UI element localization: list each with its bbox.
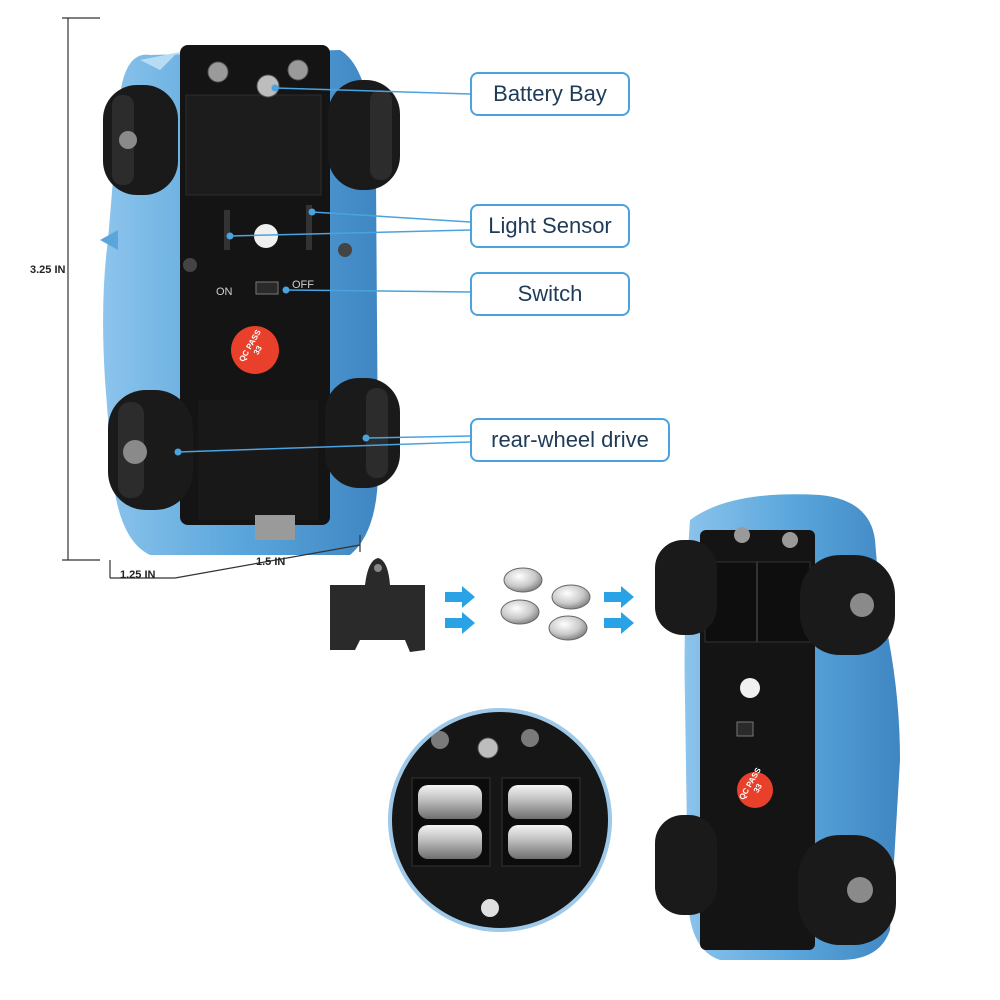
rear-left-tire	[655, 815, 717, 915]
callout-battery-bay: Battery Bay	[470, 72, 630, 116]
front-right-tire	[800, 555, 895, 655]
screw	[782, 532, 798, 548]
light-sensor	[740, 678, 760, 698]
rear-right-tire	[325, 378, 400, 488]
car-mirror	[100, 230, 118, 250]
motor-shaft	[255, 515, 295, 540]
screw	[183, 258, 197, 272]
vent-slot	[306, 205, 312, 250]
battery-bay-cover	[185, 94, 322, 196]
arrow-icon	[604, 586, 634, 634]
callout-light-sensor: Light Sensor	[470, 204, 630, 248]
car-underside-view	[100, 45, 400, 555]
dimension-width-label: 1.5 IN	[256, 556, 286, 568]
dimension-height-label: 3.25 IN	[30, 264, 66, 276]
screw	[287, 59, 309, 81]
screw	[207, 61, 229, 83]
rear-axle-housing	[198, 400, 318, 520]
dimension-lines	[62, 17, 361, 579]
rear-right-tire	[798, 835, 896, 945]
front-left-tire	[655, 540, 717, 635]
qc-sticker	[231, 326, 279, 374]
callout-switch: Switch	[470, 272, 630, 316]
battery-cover-plate	[330, 558, 425, 652]
power-switch	[255, 281, 279, 295]
button-cell-batteries	[500, 567, 591, 641]
vent-slot	[224, 210, 230, 250]
screw	[256, 74, 280, 98]
arrow-icon	[445, 586, 475, 634]
dimension-depth-label: 1.25 IN	[120, 569, 156, 581]
switch-on-label: ON	[216, 286, 233, 298]
power-switch	[736, 721, 754, 737]
callout-rear-wheel-drive: rear-wheel drive	[470, 418, 670, 462]
callout-leader-lines	[177, 87, 471, 453]
battery-bay-zoom-inset	[388, 708, 612, 932]
car-open-bay-view	[655, 494, 900, 960]
front-left-tire	[103, 85, 178, 195]
rear-left-tire	[108, 390, 193, 510]
switch-off-label: OFF	[292, 279, 314, 291]
car-body-highlight	[140, 48, 200, 70]
qc-sticker	[737, 772, 773, 808]
front-right-tire	[328, 80, 400, 190]
screw	[734, 527, 750, 543]
button-cell-batteries	[418, 785, 572, 859]
light-sensor	[254, 224, 278, 248]
callout-anchor-dots	[174, 84, 370, 456]
screw	[338, 243, 352, 257]
